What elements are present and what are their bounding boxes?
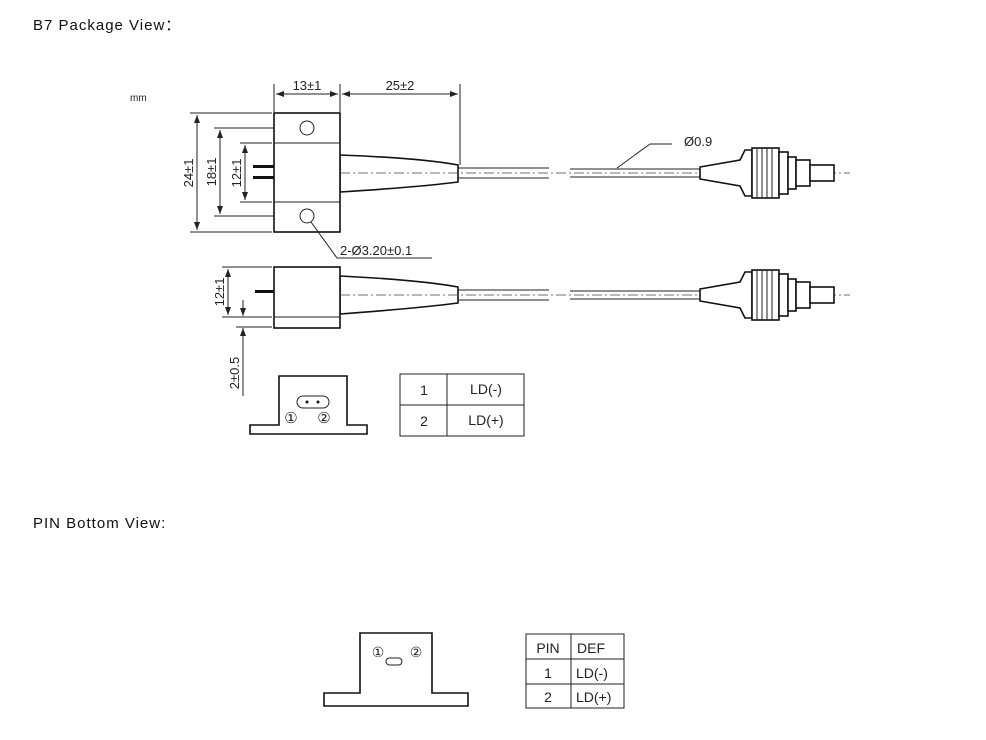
table-cell: LD(+)	[576, 689, 611, 705]
unit-label: mm	[130, 93, 147, 104]
dim-body-length: 13±1	[293, 78, 322, 93]
fiber-diameter: Ø0.9	[684, 134, 712, 149]
package-view-heading: B7 Package View：	[33, 17, 182, 34]
pin-lead	[253, 176, 274, 179]
front-view: ① ②	[249, 375, 368, 435]
pin-marker-2: ②	[317, 410, 330, 427]
table-cell: 2	[420, 413, 428, 429]
dim-side-height: 12±1	[212, 278, 227, 307]
table-header: PIN	[536, 640, 559, 656]
pin-marker-1: ①	[372, 644, 385, 660]
pin-table-2: PIN DEF 1 LD(-) 2 LD(+)	[525, 633, 625, 709]
table-cell: LD(-)	[576, 665, 608, 681]
mount-hole	[299, 120, 315, 136]
mount-hole	[299, 208, 315, 224]
fc-connector	[699, 147, 835, 199]
dim-body-center: 12±1	[229, 159, 244, 188]
top-view: 13±1 25±2 24±1 18±1 12±1 2-Ø3.20±0.1 Ø0.…	[181, 78, 850, 259]
dim-tail-length: 25±2	[386, 78, 415, 93]
fc-connector	[699, 269, 835, 321]
module-body	[273, 112, 341, 233]
dim-pin-offset: 2±0.5	[227, 357, 242, 389]
pin-bottom-view-heading: PIN Bottom View:	[33, 515, 167, 532]
hole-callout: 2-Ø3.20±0.1	[340, 243, 412, 258]
pin-marker-1: ①	[284, 410, 297, 427]
table-cell: 2	[544, 689, 552, 705]
table-cell: 1	[420, 382, 428, 398]
module-body-side	[273, 266, 341, 329]
table-cell: LD(-)	[470, 381, 502, 397]
table-cell: 1	[544, 665, 552, 681]
dim-height-total: 24±1	[181, 159, 196, 188]
dim-hole-spacing: 18±1	[204, 158, 219, 187]
pin-marker-2: ②	[410, 644, 423, 660]
pin-lead	[253, 165, 274, 168]
pin-table-1: 1 LD(-) 2 LD(+)	[399, 373, 525, 437]
table-header: DEF	[577, 640, 605, 656]
pin-lead	[255, 290, 274, 293]
table-cell: LD(+)	[468, 412, 503, 428]
side-view: 12±1 2±0.5	[212, 266, 850, 396]
pin-bottom-view: ① ②	[323, 632, 469, 707]
